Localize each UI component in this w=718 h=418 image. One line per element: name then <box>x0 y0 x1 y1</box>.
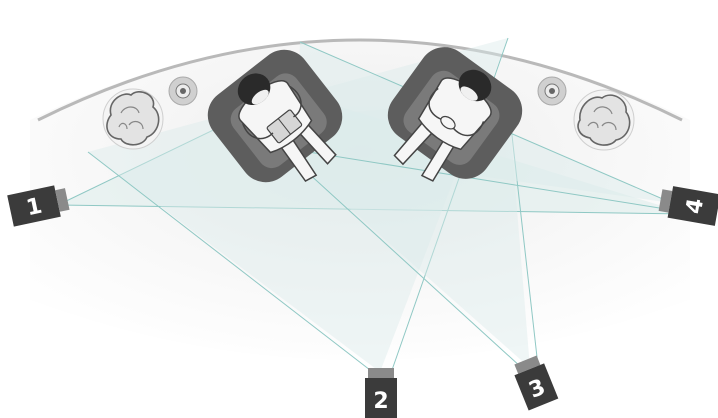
seated-person-reading-icon <box>207 49 343 183</box>
back-wall-arc <box>37 38 683 122</box>
potted-plant-icon <box>102 88 164 150</box>
camera-1-label: 1 <box>24 194 44 222</box>
camera-2-label: 2 <box>373 389 388 414</box>
camera-2-lens <box>368 368 394 378</box>
camera-1-lens <box>55 188 70 212</box>
camera-1-body <box>7 185 61 227</box>
camera-3-body <box>514 363 559 411</box>
camera-4-lens <box>658 189 673 213</box>
seated-person-icon <box>387 47 523 182</box>
camera-4-body <box>667 186 718 226</box>
speaker-icon <box>168 76 198 106</box>
camera-4: 4 <box>658 186 718 226</box>
camera-3-lens <box>514 355 541 374</box>
camera-2: 2 <box>365 368 397 418</box>
speaker-icon <box>537 76 567 106</box>
camera-2-body <box>365 378 397 418</box>
camera-1: 1 <box>7 185 70 227</box>
camera-3: 3 <box>514 355 559 411</box>
potted-plant-icon <box>573 89 635 151</box>
camera-4-label: 4 <box>682 197 709 216</box>
